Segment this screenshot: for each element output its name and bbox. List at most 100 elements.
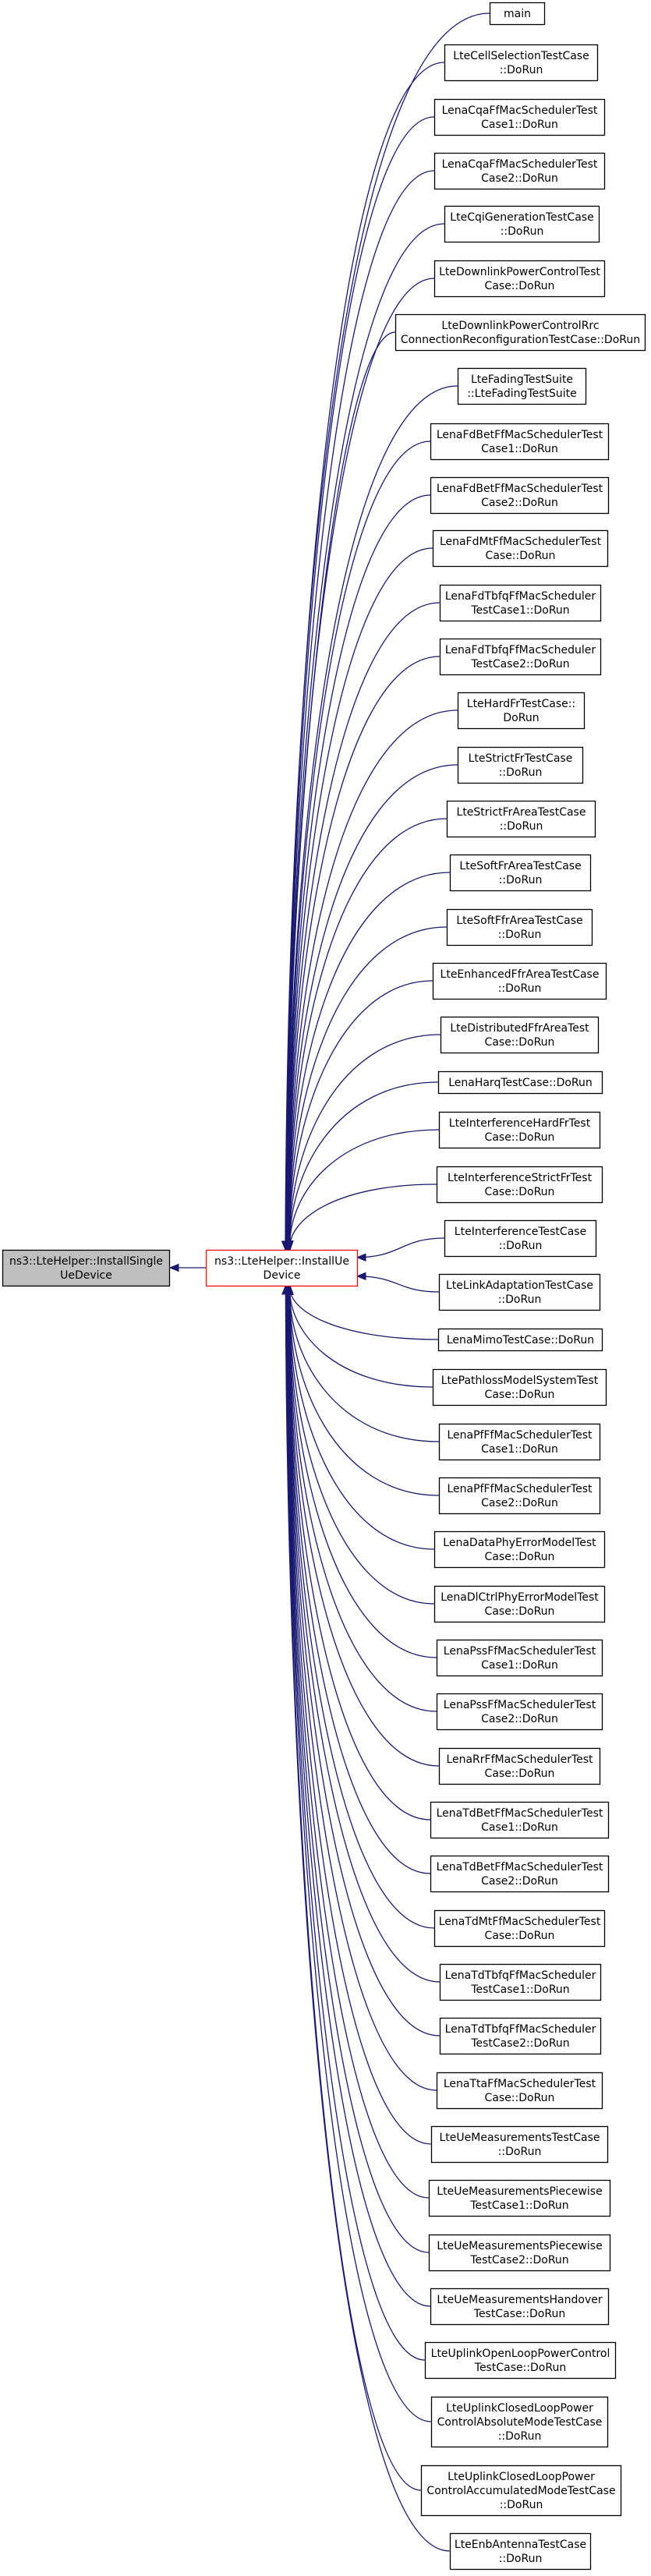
node-lte-link-adaptation-test-case-label-line-2: ::DoRun — [498, 1293, 542, 1306]
edge-lena-fd-tbfq-ff-mac-scheduler-test-case2-to-install-ue-device — [287, 656, 440, 1251]
node-lena-fd-tbfq-ff-mac-scheduler-test-case1-box — [439, 584, 602, 622]
node-lte-hard-fr-test-case-box — [457, 692, 586, 730]
node-lte-hard-fr-test-case[interactable]: LteHardFrTestCase::DoRun — [457, 692, 586, 730]
node-lte-cell-selection-test-case-box — [444, 44, 599, 82]
node-main-label-line-1: main — [504, 8, 531, 20]
node-lte-soft-ffr-area-test-case-label-line-1: LteSoftFfrAreaTestCase — [456, 915, 582, 927]
edge-lte-interference-strict-fr-test-case-to-install-ue-device — [289, 1184, 437, 1251]
node-lena-fd-bet-ff-mac-scheduler-test-case2-label-line-2: Case2::DoRun — [481, 497, 558, 509]
node-lena-harq-test-case[interactable]: LenaHarqTestCase::DoRun — [437, 1070, 603, 1095]
node-lte-downlink-power-control-rrc-connection-reconfiguration-test-case-label-line-2: ConnectionReconfigurationTestCase::DoRun — [401, 334, 640, 346]
node-lena-tta-ff-mac-scheduler-test-case-label-line-1: LenaTtaFfMacSchedulerTest — [444, 2078, 596, 2090]
node-lena-fd-bet-ff-mac-scheduler-test-case1-box — [430, 423, 610, 461]
node-lte-uplink-closed-loop-power-control-absolute-mode-test-case[interactable]: LteUplinkClosedLoopPowerControlAbsoluteM… — [430, 2396, 609, 2448]
node-lte-enb-antenna-test-case[interactable]: LteEnbAntennaTestCase::DoRun — [449, 2532, 592, 2571]
node-lte-link-adaptation-test-case-label-line-1: LteLinkAdaptationTestCase — [446, 1279, 593, 1292]
node-lte-ue-measurements-piecewise-test-case1-label-line-2: TestCase1::DoRun — [469, 2199, 568, 2212]
node-lte-cell-selection-test-case[interactable]: LteCellSelectionTestCase::DoRun — [444, 44, 599, 82]
node-lena-td-tbfq-ff-mac-scheduler-test-case1-box — [439, 1963, 602, 2001]
node-lte-ue-measurements-piecewise-test-case1-label-line-1: LteUeMeasurementsPiecewise — [437, 2185, 602, 2198]
edges-layer — [168, 12, 490, 2552]
node-main[interactable]: main — [489, 2, 546, 26]
node-lte-soft-fr-area-test-case[interactable]: LteSoftFrAreaTestCase::DoRun — [449, 854, 592, 892]
node-lte-strict-fr-area-test-case[interactable]: LteStrictFrAreaTestCase::DoRun — [446, 800, 596, 838]
edge-lte-hard-fr-test-case-to-install-ue-device — [288, 709, 458, 1251]
node-lte-soft-fr-area-test-case-box — [449, 854, 592, 892]
node-lte-uplink-closed-loop-power-control-accumulated-mode-test-case-label-line-1: LteUplinkClosedLoopPower — [448, 2471, 595, 2483]
node-lte-uplink-closed-loop-power-control-absolute-mode-test-case-label-line-1: LteUplinkClosedLoopPower — [446, 2402, 593, 2415]
arrowhead-lte-enb-antenna-test-case — [281, 1284, 290, 1295]
node-lena-harq-test-case-box — [437, 1070, 603, 1095]
node-lena-pf-ff-mac-scheduler-test-case2-box — [438, 1477, 601, 1515]
node-lte-uplink-open-loop-power-control-test-case-box — [424, 2341, 617, 2380]
arrowhead-lte-link-adaptation-test-case — [356, 1272, 366, 1281]
node-lena-td-tbfq-ff-mac-scheduler-test-case2-label-line-2: TestCase2::DoRun — [470, 2037, 569, 2050]
node-lena-mimo-test-case[interactable]: LenaMimoTestCase::DoRun — [437, 1328, 603, 1352]
node-lena-rr-ff-mac-scheduler-test-case-label-line-1: LenaRrFfMacSchedulerTest — [446, 1753, 593, 1766]
node-lena-data-phy-error-model-test-case-label-line-2: Case::DoRun — [485, 1551, 555, 1563]
node-lte-uplink-closed-loop-power-control-accumulated-mode-test-case[interactable]: LteUplinkClosedLoopPowerControlAccumulat… — [420, 2465, 622, 2517]
node-lte-soft-ffr-area-test-case[interactable]: LteSoftFfrAreaTestCase::DoRun — [446, 908, 593, 947]
node-lte-strict-fr-area-test-case-label-line-1: LteStrictFrAreaTestCase — [457, 806, 586, 819]
node-lena-pss-ff-mac-scheduler-test-case2-label-line-2: Case2::DoRun — [481, 1713, 558, 1725]
node-lte-cqi-generation-test-case[interactable]: LteCqiGenerationTestCase::DoRun — [444, 205, 600, 243]
edge-lte-link-adaptation-test-case-to-install-ue-device — [356, 1276, 440, 1293]
node-lena-mimo-test-case-label-line-1: LenaMimoTestCase::DoRun — [447, 1334, 594, 1346]
node-lte-enhanced-ffr-area-test-case[interactable]: LteEnhancedFfrAreaTestCase::DoRun — [432, 962, 607, 1000]
node-lte-interference-test-case[interactable]: LteInterferenceTestCase::DoRun — [444, 1219, 597, 1258]
node-lena-tta-ff-mac-scheduler-test-case-label-line-2: Case::DoRun — [485, 2092, 555, 2104]
node-install-single-ue-device-box — [2, 1249, 171, 1287]
node-lte-distributed-ffr-area-test-case-label-line-1: LteDistributedFfrAreaTest — [450, 1022, 589, 1035]
node-lte-uplink-open-loop-power-control-test-case[interactable]: LteUplinkOpenLoopPowerControlTestCase::D… — [424, 2341, 617, 2380]
node-lte-ue-measurements-test-case[interactable]: LteUeMeasurementsTestCase::DoRun — [430, 2125, 609, 2164]
edge-lena-tta-ff-mac-scheduler-test-case-to-install-ue-device — [287, 1285, 437, 2091]
arrowhead-lte-interference-test-case — [356, 1253, 366, 1261]
edge-lte-soft-fr-area-test-case-to-install-ue-device — [288, 872, 451, 1251]
node-lte-link-adaptation-test-case[interactable]: LteLinkAdaptationTestCase::DoRun — [438, 1273, 601, 1311]
node-lte-ue-measurements-piecewise-test-case2[interactable]: LteUeMeasurementsPiecewiseTestCase2::DoR… — [428, 2234, 611, 2272]
node-lte-ue-measurements-piecewise-test-case1[interactable]: LteUeMeasurementsPiecewiseTestCase1::DoR… — [428, 2179, 611, 2217]
node-lte-soft-ffr-area-test-case-box — [446, 908, 593, 947]
node-lte-strict-fr-test-case[interactable]: LteStrictFrTestCase::DoRun — [457, 746, 584, 784]
node-lte-interference-hard-fr-test-case-label-line-1: LteInterferenceHardFrTest — [449, 1117, 591, 1130]
node-lte-ue-measurements-test-case-box — [430, 2125, 609, 2164]
node-lte-cell-selection-test-case-label-line-2: ::DoRun — [500, 64, 543, 76]
node-lena-fd-tbfq-ff-mac-scheduler-test-case2-label-line-2: TestCase2::DoRun — [470, 658, 569, 671]
node-lte-ue-measurements-test-case-label-line-2: ::DoRun — [498, 2146, 542, 2158]
node-lte-enb-antenna-test-case-label-line-2: ::DoRun — [499, 2553, 543, 2565]
edge-lena-td-bet-ff-mac-scheduler-test-case1-to-install-ue-device — [288, 1285, 431, 1821]
node-lte-fading-test-suite[interactable]: LteFadingTestSuite::LteFadingTestSuite — [457, 367, 587, 405]
node-lte-fading-test-suite-box — [457, 367, 587, 405]
node-lena-pf-ff-mac-scheduler-test-case1-label-line-2: Case1::DoRun — [481, 1443, 558, 1456]
node-lte-downlink-power-control-rrc-connection-reconfiguration-test-case[interactable]: LteDownlinkPowerControlRrcConnectionReco… — [394, 313, 646, 352]
